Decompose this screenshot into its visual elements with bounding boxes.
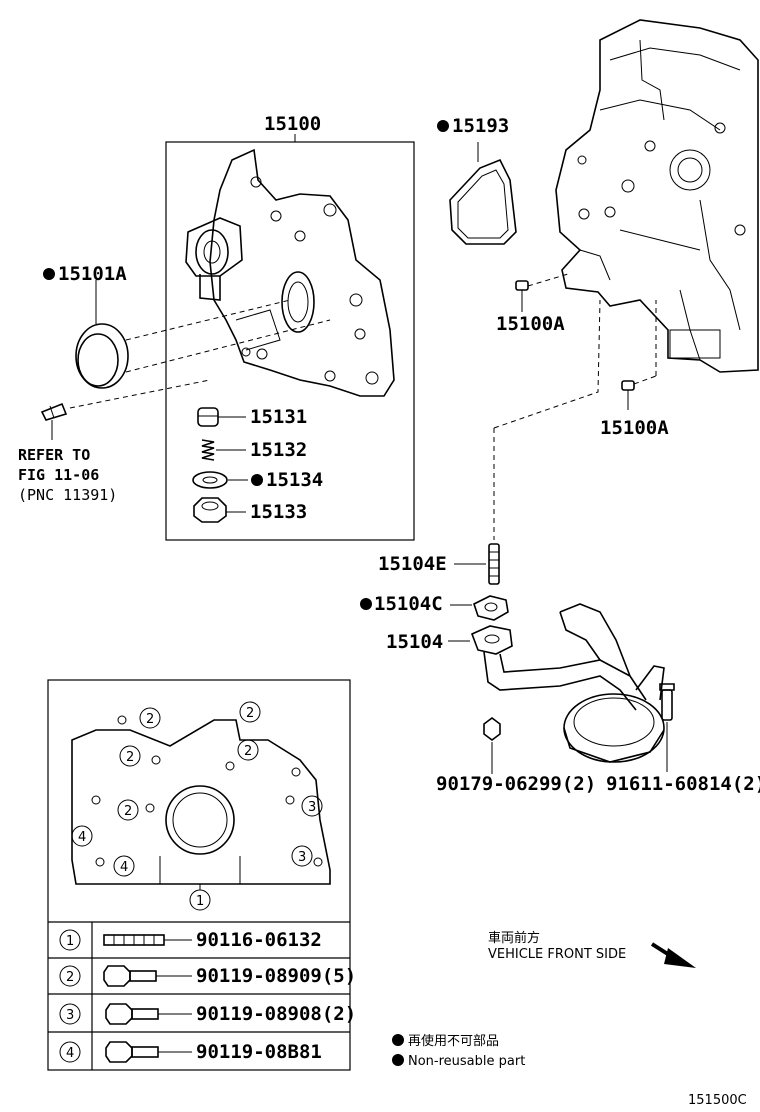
- circle-num: 2: [126, 750, 134, 765]
- circle-num: 3: [298, 850, 306, 865]
- label-15100A-upper: 15100A: [496, 313, 565, 335]
- circle-num: 4: [78, 830, 86, 845]
- circle-num: 4: [120, 860, 128, 875]
- figure-code: 151500C: [688, 1093, 747, 1108]
- bolt-table-row-2: 2 90119-08909(5): [59, 965, 356, 987]
- label-90179: 90179-06299(2): [436, 773, 596, 795]
- nonreusable-dot-15104C: [360, 598, 372, 610]
- oil-pump-body: [185, 148, 395, 397]
- label-15104E: 15104E: [378, 553, 447, 575]
- stud-15104E: [454, 543, 500, 585]
- row-num: 1: [66, 934, 74, 949]
- part-15131-plunger: [197, 407, 246, 427]
- circle-num: 1: [196, 894, 204, 909]
- nonreusable-dot-15101A: [43, 268, 55, 280]
- part-15132-spring: [201, 439, 246, 461]
- legend-jp: 再使用不可部品: [408, 1033, 499, 1049]
- label-15100: 15100: [264, 113, 321, 135]
- oil-seal-15101A: [75, 280, 129, 389]
- circle-num: 2: [244, 744, 252, 759]
- gasket-15104C: [450, 595, 509, 621]
- bolt-location-drawing: [71, 715, 331, 885]
- label-91611: 91611-60814(2): [606, 773, 760, 795]
- label-15104C: 15104C: [374, 593, 443, 615]
- label-15193: 15193: [452, 115, 509, 137]
- legend-en: Non-reusable part: [408, 1054, 525, 1069]
- part-15134-gasket: [192, 471, 248, 489]
- label-15132: 15132: [250, 439, 307, 461]
- label-15104: 15104: [386, 631, 443, 653]
- bolt-table-row-1: 1 90116-06132: [59, 929, 322, 951]
- nonreusable-dot-15134: [251, 474, 263, 486]
- refer-line2: FIG 11-06: [18, 466, 99, 484]
- row-part: 90119-08908(2): [196, 1003, 356, 1025]
- part-15133-plug: [193, 497, 246, 523]
- refer-line3: (PNC 11391): [18, 486, 117, 504]
- refer-bolt-icon: [40, 402, 68, 440]
- dowel-pin-upper: [515, 280, 529, 291]
- label-15100A-lower: 15100A: [600, 417, 669, 439]
- front-arrow-icon: [650, 942, 696, 968]
- label-15131: 15131: [250, 406, 307, 428]
- bolt-table-row-4: 4 90119-08B81: [59, 1041, 322, 1063]
- label-15101A: 15101A: [58, 263, 127, 285]
- label-15134: 15134: [266, 469, 323, 491]
- alignment-lines: [69, 273, 657, 540]
- dowel-pin-lower: [621, 380, 635, 391]
- gasket-15193: [449, 142, 517, 245]
- circle-num: 2: [246, 706, 254, 721]
- circle-num: 3: [308, 800, 316, 815]
- row-num: 2: [66, 970, 74, 985]
- pump-assembly-frame: [165, 141, 415, 541]
- nut-90179: [483, 717, 501, 774]
- nonreusable-dot-15193: [437, 120, 449, 132]
- label-15133: 15133: [250, 501, 307, 523]
- circle-num: 2: [124, 804, 132, 819]
- row-num: 3: [66, 1008, 74, 1023]
- bolt-table-row-3: 3 90119-08908(2): [59, 1003, 356, 1025]
- bolt-91611: [659, 683, 675, 772]
- refer-line1: REFER TO: [18, 446, 90, 464]
- row-part: 90119-08B81: [196, 1041, 322, 1063]
- legend-dot-icon: [392, 1034, 404, 1046]
- legend-dot-icon: [392, 1054, 404, 1066]
- row-part: 90116-06132: [196, 929, 322, 951]
- direction-jp: 車両前方: [488, 930, 540, 946]
- row-num: 4: [66, 1046, 74, 1061]
- direction-en: VEHICLE FRONT SIDE: [488, 947, 626, 962]
- row-part: 90119-08909(5): [196, 965, 356, 987]
- oil-strainer-15104: [448, 603, 665, 763]
- bolt-location-frame: [47, 679, 351, 1071]
- circle-num: 2: [146, 712, 154, 727]
- bolt-circle-markers: 2 2 2 2 2 3 3 4 4 1: [71, 701, 323, 911]
- bolt-table: 1 90116-06132 2 90119-08909(5) 3 90119-0…: [48, 921, 356, 1070]
- engine-block-illustration: [555, 19, 759, 373]
